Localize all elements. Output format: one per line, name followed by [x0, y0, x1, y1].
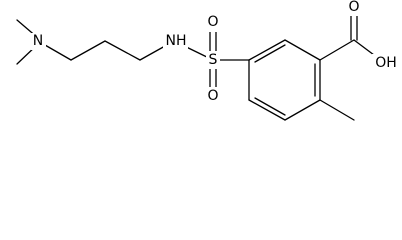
ring-double-bond-top	[254, 44, 286, 63]
ring-bond-c4-c5	[284, 99, 321, 121]
atom-o-bottom-label: O	[207, 88, 218, 104]
ring-bond-c2-c3	[284, 39, 321, 61]
bond-ring-to-methyl	[319, 99, 355, 121]
atom-oxygen-top: O	[205, 14, 221, 32]
ring-bond-c5-c6	[248, 99, 286, 121]
atom-oxygen-carbonyl: O	[346, 0, 362, 16]
atom-oxygen-bottom: O	[205, 87, 221, 105]
bond-propyl-2	[104, 40, 141, 61]
atom-o-carbonyl-label: O	[348, 0, 359, 15]
atom-sulfur: S	[206, 51, 220, 69]
bond-ring-to-carboxyl	[319, 39, 355, 61]
ring-bond-c1-c2	[248, 39, 286, 61]
chemical-structure-diagram: N NH S O O O OH	[16, 0, 400, 121]
atom-labels: N NH S O O O OH	[31, 0, 400, 105]
atom-nh-label: NH	[166, 33, 187, 49]
bond-propyl-1	[70, 40, 106, 61]
atom-s-label: S	[209, 52, 218, 68]
atom-o-top-label: O	[207, 14, 218, 30]
atom-nh-sulfonamide: NH	[163, 32, 188, 50]
atom-oh-label: OH	[375, 55, 397, 71]
atom-n-amine-label: N	[33, 33, 43, 49]
atom-hydroxyl: OH	[372, 54, 400, 72]
bonds	[16, 9, 379, 121]
ring-double-bond-bottom	[254, 97, 286, 116]
atom-n-amine: N	[31, 33, 46, 50]
